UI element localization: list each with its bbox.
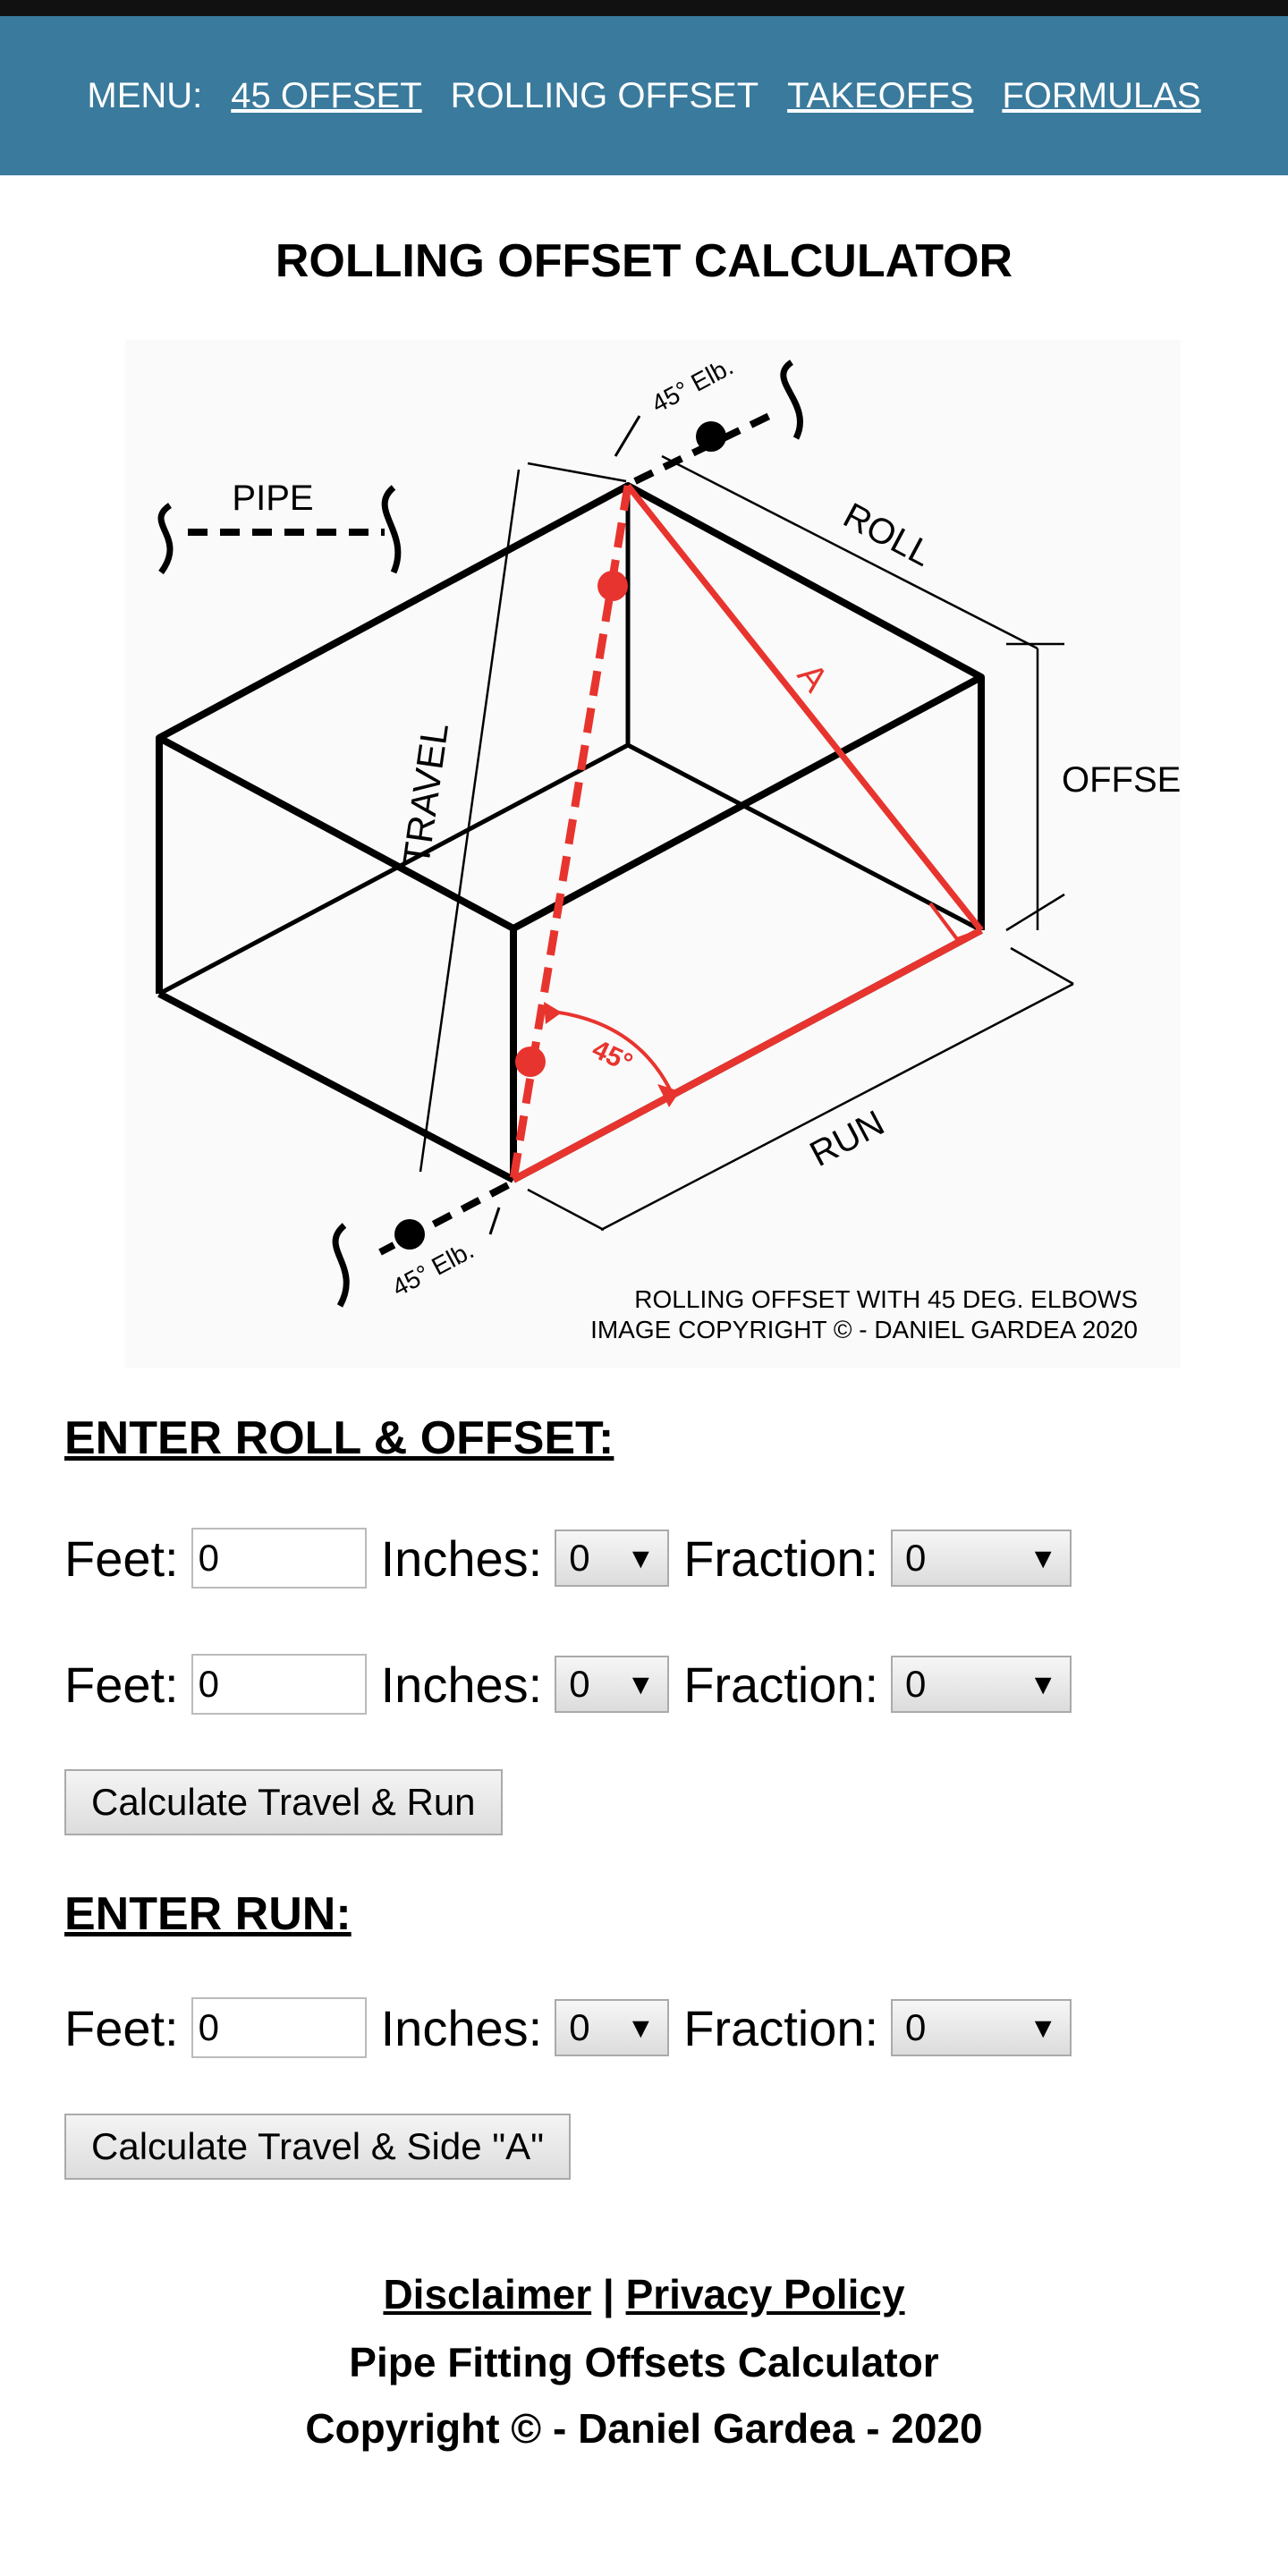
fraction-label: Fraction: xyxy=(683,1999,879,2056)
caption-line1: ROLLING OFFSET WITH 45 DEG. ELBOWS xyxy=(634,1285,1138,1313)
disclaimer-link[interactable]: Disclaimer xyxy=(383,2271,592,2318)
offset-row: Feet: Inches: 0 ▼ Fraction: 0 ▼ xyxy=(64,1648,1086,1720)
dimension-lines xyxy=(419,454,1074,1232)
offset-fraction-select[interactable]: 0 ▼ xyxy=(891,1656,1072,1713)
box-hidden-edges xyxy=(157,486,983,996)
footer-site-name: Pipe Fitting Offsets Calculator xyxy=(349,2339,939,2385)
angle-arrow-end xyxy=(657,1084,680,1107)
privacy-policy-link[interactable]: Privacy Policy xyxy=(625,2271,905,2318)
offset-label: OFFSET xyxy=(1062,760,1181,800)
run-heading: ENTER RUN: xyxy=(64,1888,352,1940)
select-value: 0 xyxy=(905,2006,927,2048)
select-value: 0 xyxy=(905,1663,927,1705)
nav-link-45-offset[interactable]: 45 OFFSET xyxy=(231,75,422,115)
inches-label: Inches: xyxy=(380,1530,543,1587)
footer-links: Disclaimer | Privacy Policy xyxy=(0,2270,1288,2318)
angle-arrow-start xyxy=(544,1002,562,1024)
run-inches-select[interactable]: 0 ▼ xyxy=(555,1999,670,2056)
select-value: 0 xyxy=(569,1537,590,1579)
rolling-offset-diagram: PIPE 45° Elb. 45° Elb. xyxy=(125,340,1203,1368)
fraction-label: Fraction: xyxy=(683,1656,879,1713)
nav-item-rolling-offset[interactable]: ROLLING OFFSET xyxy=(450,75,759,115)
roll-feet-input[interactable] xyxy=(191,1528,367,1589)
select-value: 0 xyxy=(569,2006,590,2048)
run-fraction-select[interactable]: 0 ▼ xyxy=(891,1999,1072,2056)
footer-separator: | xyxy=(602,2271,614,2318)
pipe-label: PIPE xyxy=(232,479,313,518)
run-row: Feet: Inches: 0 ▼ Fraction: 0 ▼ xyxy=(64,1992,1086,2063)
feet-label: Feet: xyxy=(64,1656,179,1713)
dropdown-arrow-icon: ▼ xyxy=(1029,1541,1058,1574)
feet-label: Feet: xyxy=(64,1999,179,2056)
offset-feet-input[interactable] xyxy=(191,1654,367,1715)
roll-fraction-select[interactable]: 0 ▼ xyxy=(891,1530,1072,1587)
red-fitting-bottom xyxy=(515,1046,546,1077)
calculate-travel-run-button[interactable]: Calculate Travel & Run xyxy=(64,1769,503,1835)
status-bar xyxy=(0,0,1288,16)
menu-label: MENU: xyxy=(87,75,203,115)
run-feet-input[interactable] xyxy=(191,1997,367,2058)
diagram-svg: PIPE 45° Elb. 45° Elb. xyxy=(125,340,1203,1368)
roll-row: Feet: Inches: 0 ▼ Fraction: 0 ▼ xyxy=(64,1522,1086,1594)
roll-offset-heading: ENTER ROLL & OFFSET: xyxy=(64,1412,614,1464)
caption-line2: IMAGE COPYRIGHT © - DANIEL GARDEA 2020 xyxy=(590,1316,1138,1343)
page-title: ROLLING OFFSET CALCULATOR xyxy=(275,235,1013,287)
feet-label: Feet: xyxy=(64,1530,179,1587)
inches-label: Inches: xyxy=(380,1656,543,1713)
fraction-label: Fraction: xyxy=(683,1530,879,1587)
roll-inches-select[interactable]: 0 ▼ xyxy=(555,1530,670,1587)
select-value: 0 xyxy=(905,1537,927,1579)
inches-label: Inches: xyxy=(380,1999,543,2056)
calculate-travel-side-a-button[interactable]: Calculate Travel & Side "A" xyxy=(64,2114,572,2180)
nav-link-formulas[interactable]: FORMULAS xyxy=(1002,75,1201,115)
offset-inches-select[interactable]: 0 ▼ xyxy=(555,1656,670,1713)
footer-copyright: Copyright © - Daniel Gardea - 2020 xyxy=(305,2405,983,2452)
nav-link-takeoffs[interactable]: TAKEOFFS xyxy=(787,75,974,115)
select-value: 0 xyxy=(569,1663,590,1705)
pipe-legend: PIPE xyxy=(157,479,402,575)
dropdown-arrow-icon: ▼ xyxy=(1029,1667,1058,1700)
red-fitting-top xyxy=(597,571,628,601)
dropdown-arrow-icon: ▼ xyxy=(626,1667,656,1700)
nav-menu: MENU: 45 OFFSET ROLLING OFFSET TAKEOFFS … xyxy=(0,16,1288,175)
dropdown-arrow-icon: ▼ xyxy=(626,2011,656,2044)
dropdown-arrow-icon: ▼ xyxy=(1029,2011,1058,2044)
dropdown-arrow-icon: ▼ xyxy=(626,1541,656,1574)
